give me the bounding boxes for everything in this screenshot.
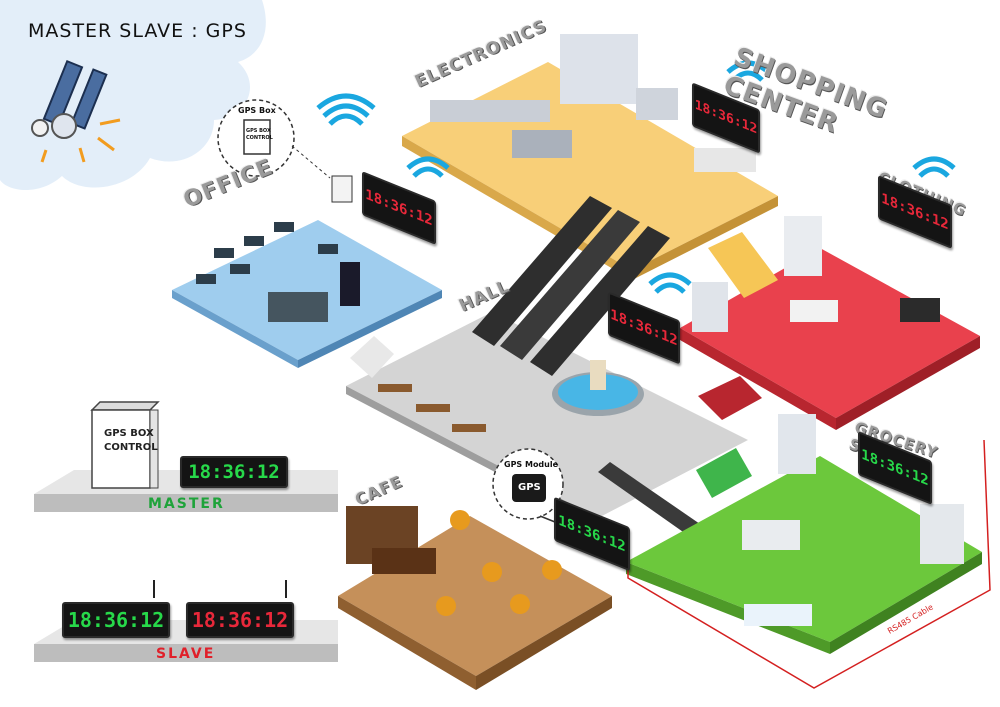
- diagram-title: MASTER SLAVE : GPS: [28, 20, 247, 42]
- grocery-floor: [626, 414, 982, 654]
- wifi-icon: [648, 272, 692, 294]
- gps-box-caption: GPS Box: [238, 106, 276, 115]
- cafe-floor: [338, 506, 612, 690]
- satellite-icon: [31, 59, 121, 163]
- slave-clock-display-green: 18:36:12: [62, 602, 170, 638]
- gps-module-callout: [492, 448, 564, 525]
- gps-control-box-icon: [90, 401, 160, 489]
- wifi-icon: [912, 156, 956, 178]
- antenna-icon: [153, 580, 287, 598]
- clock-time: 18:36:12: [191, 608, 289, 632]
- wifi-icon: [726, 60, 770, 82]
- gps-box-mini-line2: CONTROL: [246, 135, 273, 141]
- wifi-icon: [316, 93, 376, 126]
- clock-time: 18:36:12: [188, 461, 280, 483]
- legend-box-line1: GPS BOX: [104, 428, 154, 439]
- slave-label: SLAVE: [156, 646, 216, 662]
- gps-module-label: GPS: [518, 482, 541, 493]
- escalators: [350, 196, 778, 534]
- rs485-cable: [627, 439, 991, 689]
- master-label: MASTER: [148, 496, 225, 512]
- legend-box-line2: CONTROL: [104, 442, 158, 453]
- office-floor: [172, 220, 442, 368]
- gps-module-caption: GPS Module: [504, 460, 559, 469]
- gps-box-mini-line1: GPS BOX: [246, 128, 271, 134]
- wifi-icon: [406, 156, 450, 178]
- clock-time: 18:36:12: [67, 608, 165, 632]
- electronics-floor: [402, 34, 778, 280]
- master-clock-display: 18:36:12: [180, 456, 288, 488]
- gps-box-callout: [217, 99, 353, 203]
- cloud-shape: [0, 0, 266, 190]
- slave-clock-display-red: 18:36:12: [186, 602, 294, 638]
